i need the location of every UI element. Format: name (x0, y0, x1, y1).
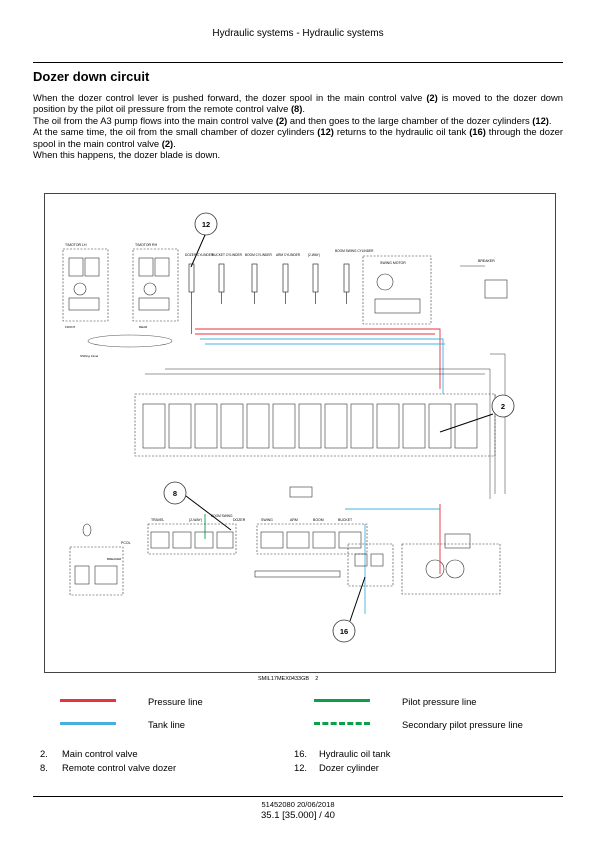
breaker (460, 265, 508, 299)
main-control-valve (134, 393, 496, 498)
pressure-line-swatch (60, 699, 116, 702)
rcv-boom-label: BOOM (313, 518, 324, 522)
header-rule (33, 62, 563, 63)
travel-motor-rh-label: T/MOTOR RH (135, 243, 158, 247)
rcv-boom-swing-label: BOOM SWING (211, 514, 233, 518)
list-item: 16. (294, 748, 308, 759)
travel-motor-lh (62, 248, 109, 322)
pilot-line-label: Pilot pressure line (402, 696, 477, 707)
tank-line-swatch (60, 722, 116, 725)
breaker-small-label: BREAKER (107, 557, 122, 561)
footer-page-number: 35.1 [35.000] / 40 (261, 810, 335, 821)
swing-motor (362, 255, 432, 325)
pilot-line-swatch (314, 699, 370, 702)
footer-rule (33, 796, 563, 797)
arm-cylinder-label: ARM CYLINDER (276, 253, 301, 257)
bucket-cylinder-label: BUCKET CYLINDER (212, 253, 243, 257)
boom-swing-cylinder-label: BOOM SWING CYLINDER (335, 249, 374, 253)
pcol-label: PCOL (121, 541, 131, 545)
svg-text:2: 2 (501, 402, 505, 411)
secondary-pilot-line-swatch (314, 722, 370, 725)
hydraulic-schematic-figure: T/MOTOR LH FRONT T/MOTOR RH REAR DOZER C… (44, 193, 556, 673)
footer-doc-ref: 51452080 20/06/2018 (261, 800, 335, 809)
paragraph-3: At the same time, the oil from the small… (33, 126, 563, 149)
figure-caption: SMIL17MEX0433GB 2 (258, 676, 319, 682)
svg-text:16: 16 (340, 627, 348, 636)
rcv-travel-label: TRAVEL (151, 518, 164, 522)
hydraulic-lines (145, 304, 506, 614)
list-item-label: Remote control valve dozer (62, 762, 177, 773)
tank-line-label: Tank line (148, 719, 185, 730)
rcv-arm-label: ARM (290, 518, 298, 522)
hydraulic-oil-tank (347, 533, 501, 595)
paragraph-4: When this happens, the dozer blade is do… (33, 149, 221, 161)
callout-12: 12 (190, 212, 218, 268)
hydraulic-schematic: T/MOTOR LH FRONT T/MOTOR RH REAR DOZER C… (62, 212, 515, 643)
callout-16: 16 (332, 576, 366, 643)
callout-2: 2 (439, 394, 515, 433)
callout-8: 8 (163, 481, 232, 531)
cylinders (188, 263, 350, 304)
list-item-label: Main control valve (62, 748, 138, 759)
two-way-label: (2-WAY) (308, 253, 320, 257)
travel-motor-rh (132, 248, 179, 322)
section-title: Dozer down circuit (33, 69, 150, 84)
svg-text:8: 8 (173, 489, 177, 498)
svg-text:12: 12 (202, 220, 210, 229)
rcv-swing-label: SWING (261, 518, 273, 522)
list-item: 8. (40, 762, 48, 773)
shifting-travel-label: Shifting travel (80, 354, 99, 358)
rcv-bucket-label: BUCKET (338, 518, 353, 522)
pressure-line-label: Pressure line (148, 696, 203, 707)
dozer-cylinder-label: DOZER CYLINDER (185, 253, 214, 257)
list-item: 2. (40, 748, 48, 759)
remote-control-valves (147, 523, 368, 578)
paragraph-1: When the dozer control lever is pushed f… (33, 92, 563, 115)
body-text: When the dozer control lever is pushed f… (33, 92, 563, 160)
list-item-label: Hydraulic oil tank (319, 748, 391, 759)
front-label: FRONT (65, 325, 75, 329)
travel-motor-lh-label: T/MOTOR LH (65, 243, 87, 247)
boom-cylinder-label: BOOM CYLINDER (245, 253, 272, 257)
pump-block (69, 523, 124, 596)
breaker-label: BREAKER (478, 259, 495, 263)
list-item-label: Dozer cylinder (319, 762, 379, 773)
page-header: Hydraulic systems - Hydraulic systems (212, 28, 384, 39)
swing-motor-label: SWING MOTOR (380, 261, 406, 265)
rear-label: REAR (139, 325, 148, 329)
rcv-2way-label: (2-WAY) (189, 518, 202, 522)
paragraph-2: The oil from the A3 pump flows into the … (33, 114, 552, 126)
list-item: 12. (294, 762, 308, 773)
secondary-pilot-line-label: Secondary pilot pressure line (402, 719, 523, 730)
rcv-dozer-label: DOZER (233, 518, 246, 522)
